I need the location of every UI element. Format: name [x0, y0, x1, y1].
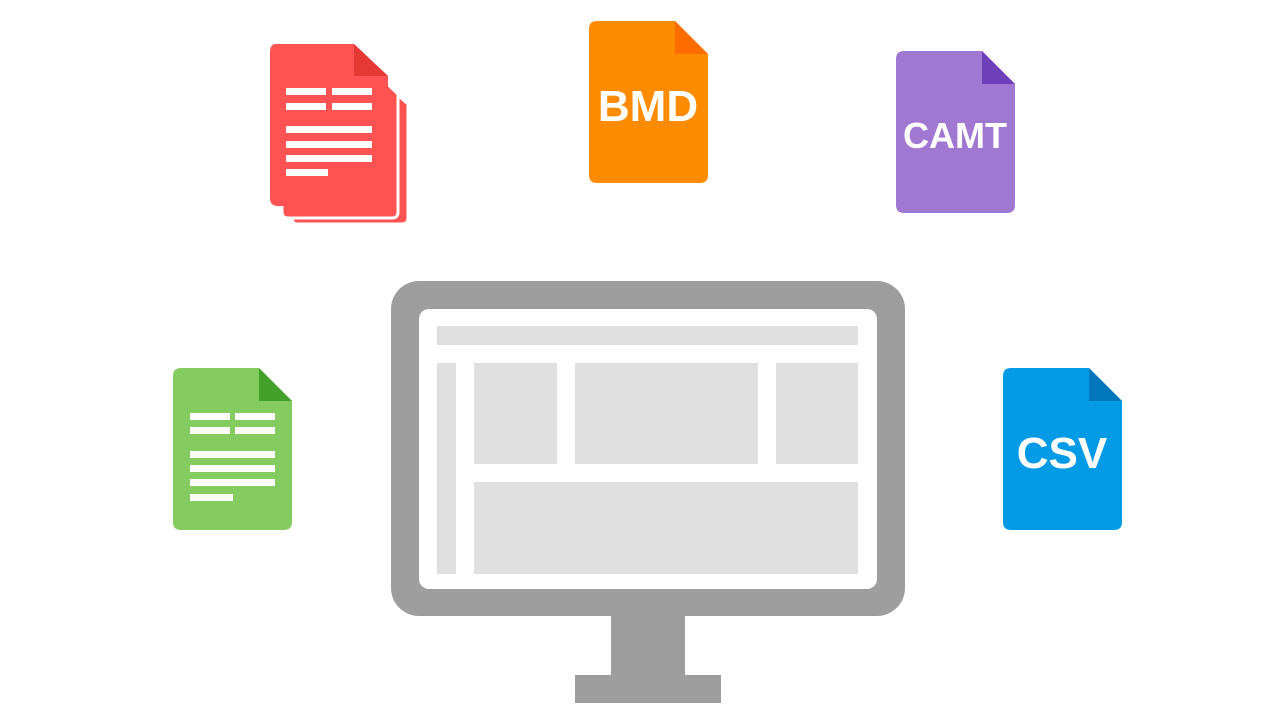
bmd-file-icon: BMD — [589, 21, 708, 183]
bmd-file-label: BMD — [598, 82, 698, 131]
csv-file-label: CSV — [1017, 429, 1108, 478]
screen-panel-1 — [474, 363, 557, 464]
stacked-documents-icon — [270, 44, 410, 226]
monitor-base — [575, 675, 721, 703]
screen-panel-wide — [474, 482, 858, 574]
csv-file-icon: CSV — [1003, 368, 1122, 530]
monitor-neck — [611, 616, 685, 676]
camt-file-label: CAMT — [903, 115, 1007, 156]
screen-panel-2 — [575, 363, 758, 464]
screen-panels — [437, 326, 858, 574]
screen-sidebar — [437, 363, 456, 574]
monitor-icon — [391, 281, 905, 703]
green-document-icon — [173, 368, 292, 530]
camt-file-icon: CAMT — [896, 51, 1015, 213]
screen-header-bar — [437, 326, 858, 345]
screen-panel-3 — [776, 363, 858, 464]
